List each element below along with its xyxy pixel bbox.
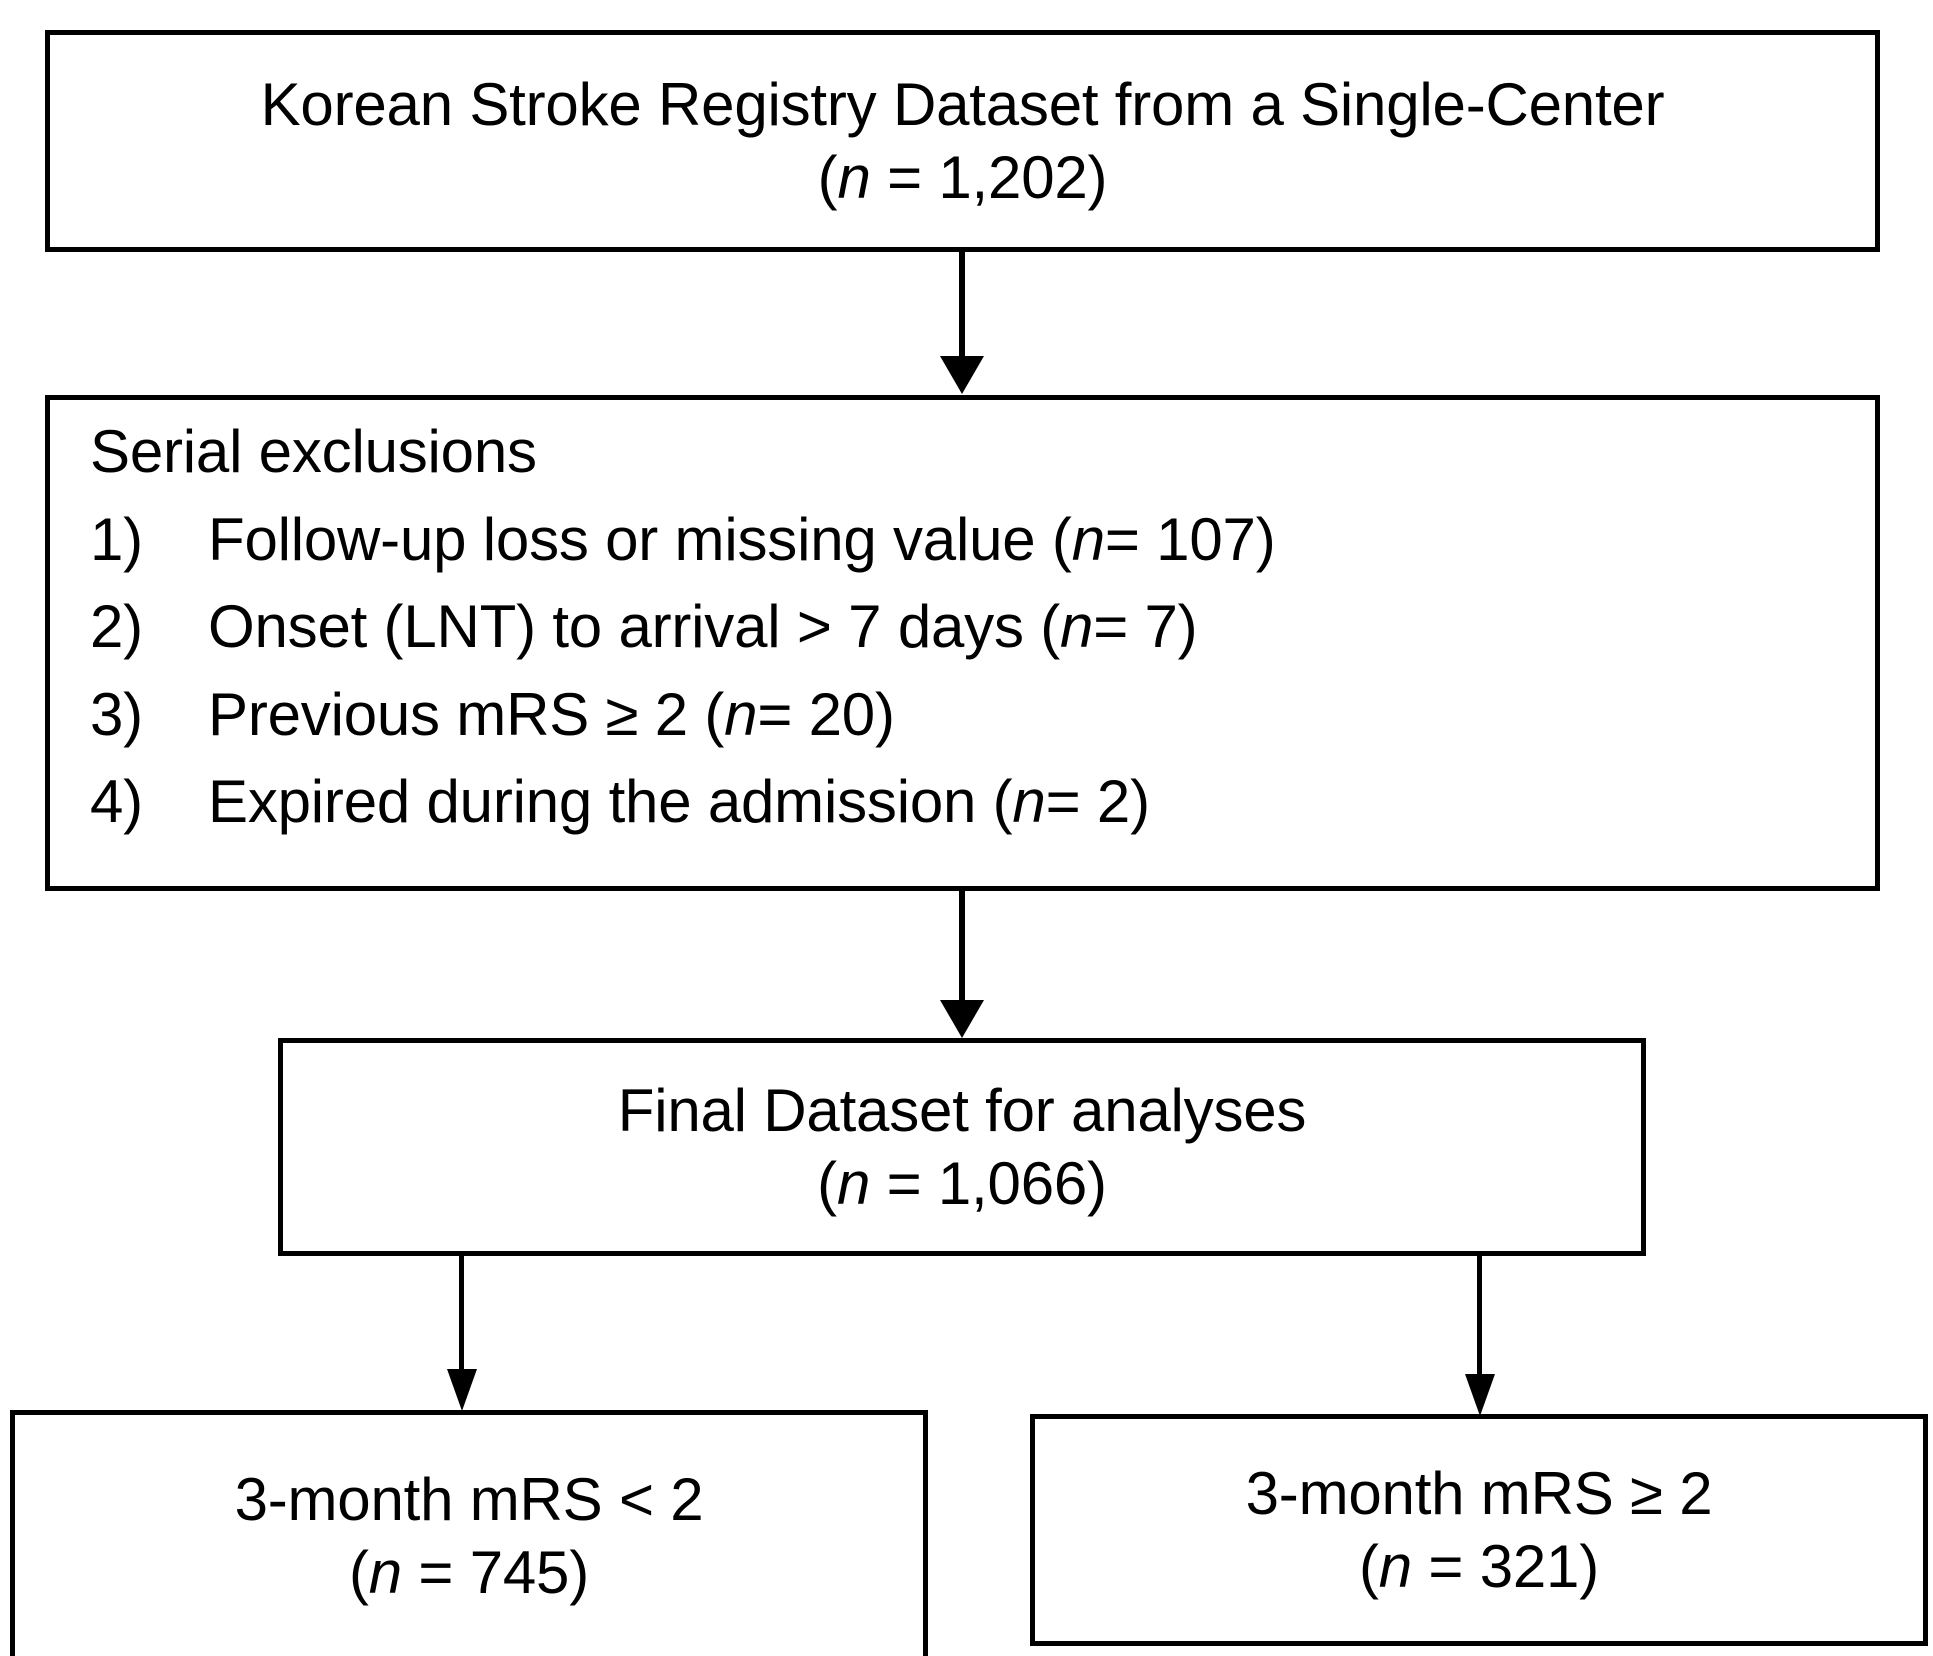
exclusion-item-1-text: Follow-up loss or missing value ( xyxy=(208,505,1072,573)
arrowhead-icon xyxy=(940,1000,984,1038)
outcome-poor-title: 3-month mRS ≥ 2 xyxy=(1245,1459,1713,1527)
count-value: = 745) xyxy=(401,1539,590,1606)
paren-open: ( xyxy=(348,1539,369,1606)
final-dataset-count: (n = 1,066) xyxy=(817,1147,1107,1220)
exclusion-item-1-count: = 107) xyxy=(1104,505,1276,573)
exclusion-item-4-count: = 2) xyxy=(1045,768,1150,836)
source-dataset-title: Korean Stroke Registry Dataset from a Si… xyxy=(260,70,1665,138)
exclusion-item-2-count: = 7) xyxy=(1093,593,1198,661)
exclusion-item-1-number: 1) xyxy=(90,505,143,573)
exclusion-item-1: 1) Follow-up loss or missing value (n = 1… xyxy=(90,496,1276,584)
count-value: = 1,066) xyxy=(870,1150,1107,1217)
connector-line xyxy=(1477,1256,1482,1378)
n-symbol: n xyxy=(1071,505,1105,573)
n-symbol: n xyxy=(368,1539,402,1606)
exclusion-item-3-number: 3) xyxy=(90,680,143,748)
connector-line xyxy=(459,1256,464,1373)
exclusion-item-3-count: = 20) xyxy=(757,680,895,748)
exclusion-item-4: 4) Expired during the admission (n = 2) xyxy=(90,758,1150,846)
count-value: = 1,202) xyxy=(870,144,1108,211)
arrowhead-icon xyxy=(940,356,984,394)
count-value: = 321) xyxy=(1411,1533,1600,1600)
arrowhead-icon xyxy=(1465,1374,1495,1416)
box-outcome-mrs-lt-2: 3-month mRS < 2 (n = 745) xyxy=(10,1410,928,1656)
paren-open: ( xyxy=(1358,1533,1379,1600)
exclusions-heading: Serial exclusions xyxy=(90,418,537,485)
n-symbol: n xyxy=(836,1150,871,1217)
connector-line xyxy=(959,891,965,1004)
exclusion-item-4-number: 4) xyxy=(90,768,143,836)
outcome-good-title: 3-month mRS < 2 xyxy=(234,1465,704,1533)
n-symbol: n xyxy=(1378,1533,1412,1600)
exclusion-item-2: 2) Onset (LNT) to arrival > 7 days (n = 7… xyxy=(90,583,1198,671)
exclusion-item-2-text: Onset (LNT) to arrival > 7 days ( xyxy=(208,593,1061,661)
exclusion-item-3: 3) Previous mRS ≥ 2 (n = 20) xyxy=(90,671,895,759)
arrowhead-icon xyxy=(447,1369,477,1411)
source-dataset-count: (n = 1,202) xyxy=(818,141,1108,214)
n-symbol: n xyxy=(1012,768,1046,836)
box-outcome-mrs-ge-2: 3-month mRS ≥ 2 (n = 321) xyxy=(1030,1414,1928,1646)
connector-line xyxy=(959,250,965,360)
outcome-good-count: (n = 745) xyxy=(349,1536,589,1609)
exclusion-item-4-text: Expired during the admission ( xyxy=(208,768,1013,836)
n-symbol: n xyxy=(724,680,758,748)
paren-open: ( xyxy=(817,1150,837,1217)
n-symbol: n xyxy=(837,144,871,211)
paren-open: ( xyxy=(817,144,838,211)
final-dataset-title: Final Dataset for analyses xyxy=(617,1076,1307,1144)
exclusion-item-2-number: 2) xyxy=(90,593,143,661)
outcome-poor-count: (n = 321) xyxy=(1359,1530,1599,1603)
n-symbol: n xyxy=(1060,593,1094,661)
box-serial-exclusions: Serial exclusions 1) Follow-up loss or mi… xyxy=(45,395,1880,891)
box-final-dataset: Final Dataset for analyses (n = 1,066) xyxy=(278,1038,1646,1256)
box-source-dataset: Korean Stroke Registry Dataset from a Si… xyxy=(45,30,1880,252)
exclusion-item-3-text: Previous mRS ≥ 2 ( xyxy=(208,680,725,748)
